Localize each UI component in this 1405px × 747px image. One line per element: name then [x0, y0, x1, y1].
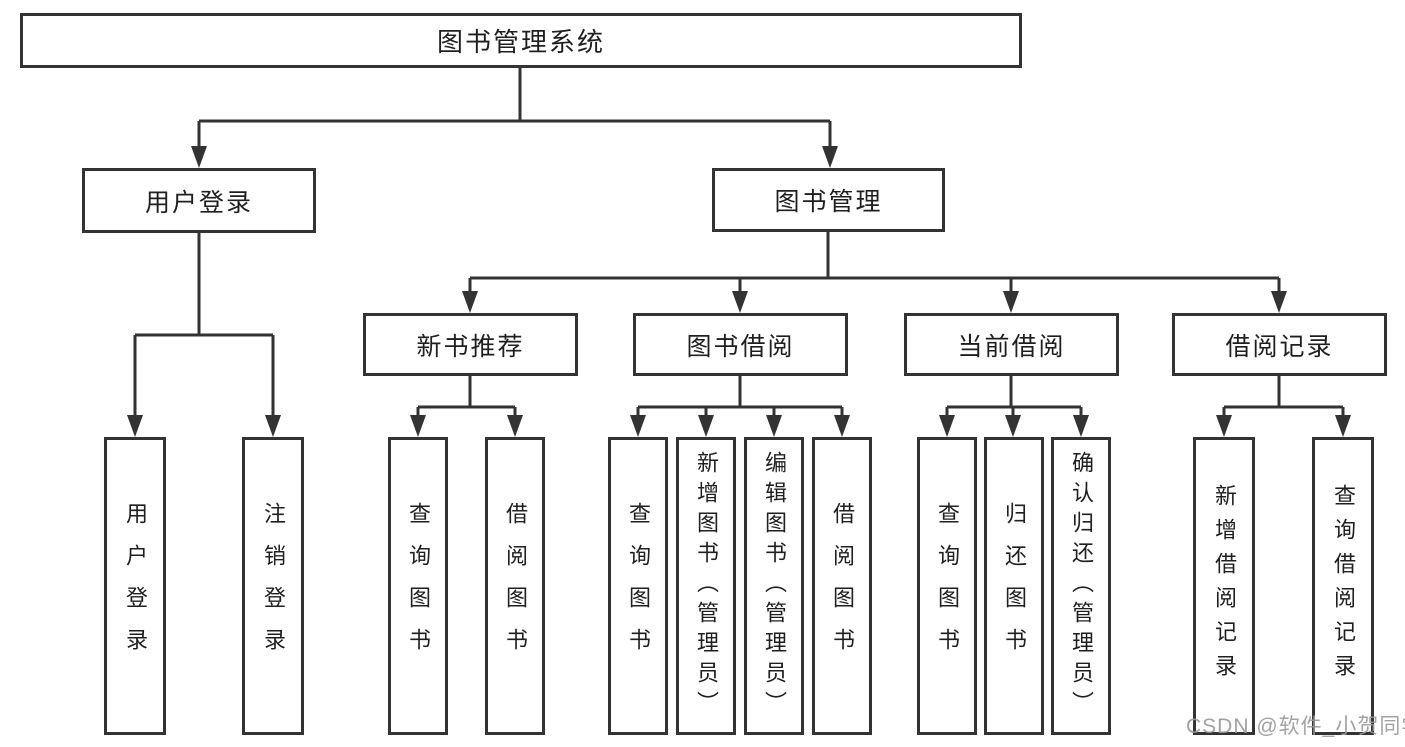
node-user-login: 用户登录	[82, 168, 316, 233]
leaf-return-books: 归还图书	[984, 437, 1044, 735]
leaf-logout: 注销登录	[242, 437, 304, 735]
leaf-confirm-return-admin: 确认归还（管理员）	[1051, 437, 1111, 735]
leaf-query-books-current: 查询图书	[917, 437, 977, 735]
leaf-query-books-borrow: 查询图书	[608, 437, 668, 735]
leaf-edit-books-admin: 编辑图书（管理员）	[744, 437, 804, 735]
node-book-borrowing: 图书借阅	[633, 313, 848, 376]
leaf-user-login: 用户登录	[104, 437, 166, 735]
leaf-add-books-admin: 新增图书（管理员）	[676, 437, 736, 735]
leaf-borrow-books-recommend: 借阅图书	[485, 437, 545, 735]
leaf-add-borrow-record: 新增借阅记录	[1193, 437, 1255, 735]
leaf-query-books-recommend: 查询图书	[388, 437, 448, 735]
node-library-management-system: 图书管理系统	[20, 13, 1022, 68]
node-borrowing-records: 借阅记录	[1172, 313, 1387, 376]
leaf-borrow-books: 借阅图书	[812, 437, 872, 735]
csdn-watermark: CSDN @软件_小贺同学	[1186, 715, 1405, 738]
node-current-borrowing: 当前借阅	[904, 313, 1119, 376]
leaf-query-borrow-record: 查询借阅记录	[1312, 437, 1374, 735]
node-new-book-recommendation: 新书推荐	[363, 313, 578, 376]
node-book-management: 图书管理	[712, 168, 945, 232]
